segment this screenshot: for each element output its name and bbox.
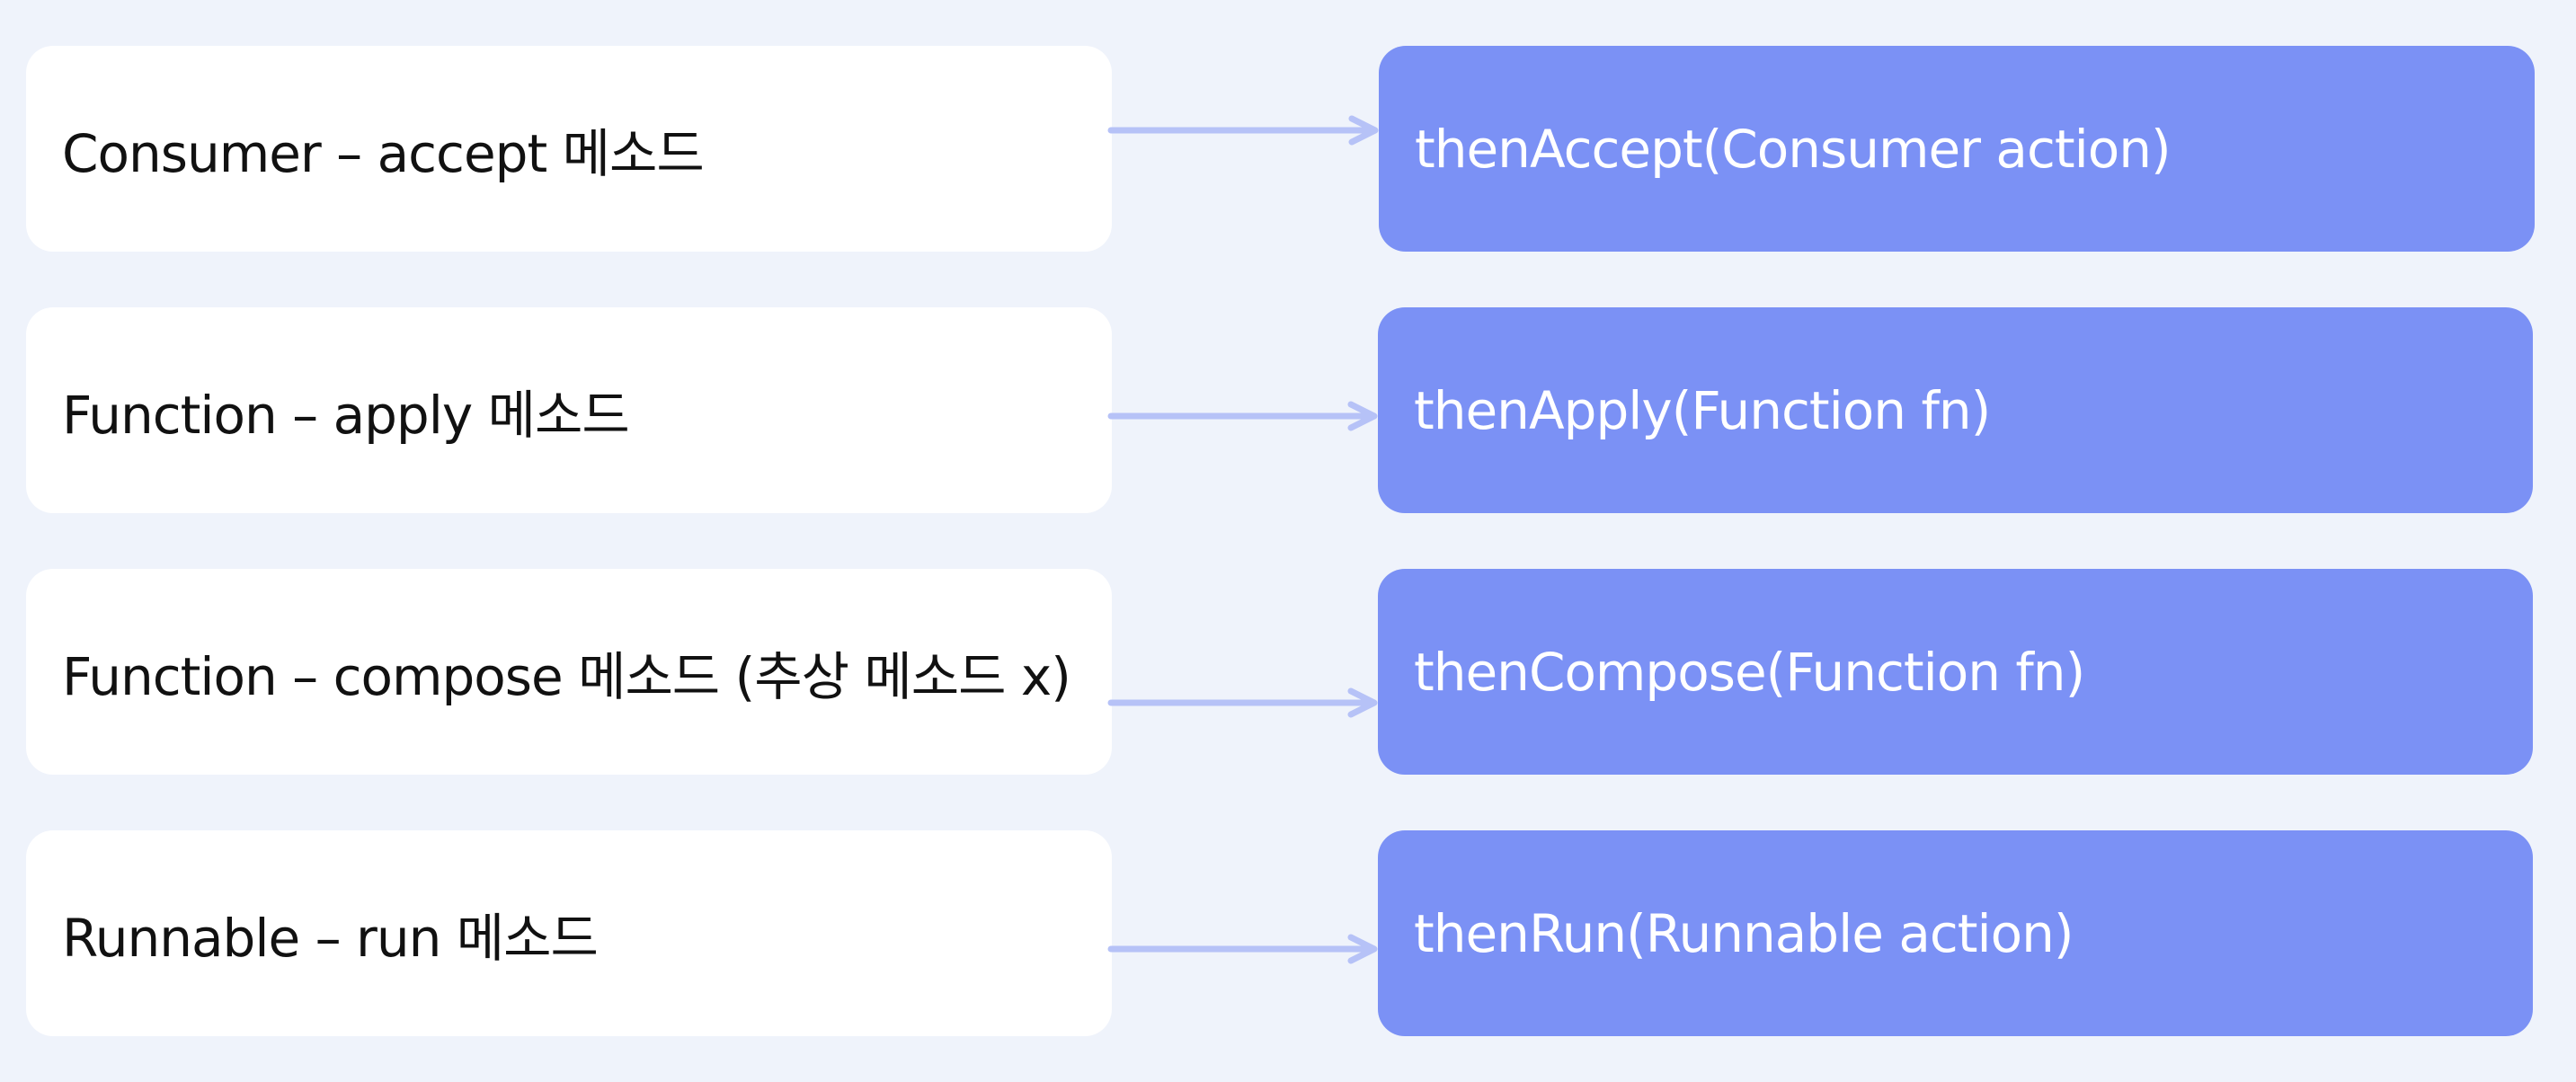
arrow-icon (1107, 934, 1378, 964)
completable-method-card: thenApply(Function fn) (1378, 307, 2533, 513)
interface-method-label: Function – compose 메소드 (추상 메소드 x) (62, 645, 1071, 707)
interface-method-card: Function – apply 메소드 (26, 307, 1112, 513)
completable-method-label: thenCompose(Function fn) (1414, 641, 2085, 703)
completable-method-label: thenRun(Runnable action) (1414, 902, 2074, 964)
interface-method-card: Runnable – run 메소드 (26, 830, 1112, 1036)
completable-method-card: thenAccept(Consumer action) (1379, 46, 2535, 252)
completable-method-label: thenAccept(Consumer action) (1415, 118, 2172, 180)
interface-method-card: Consumer – accept 메소드 (26, 46, 1112, 252)
completable-method-card: thenCompose(Function fn) (1378, 569, 2533, 775)
arrow-icon (1107, 401, 1378, 431)
interface-method-label: Function – apply 메소드 (62, 384, 630, 446)
arrow-icon (1107, 115, 1379, 146)
interface-method-label: Consumer – accept 메소드 (62, 122, 705, 184)
interface-method-label: Runnable – run 메소드 (62, 907, 599, 969)
completable-method-card: thenRun(Runnable action) (1378, 830, 2533, 1036)
arrow-icon (1107, 687, 1378, 718)
completable-method-label: thenApply(Function fn) (1414, 379, 1991, 441)
interface-method-card: Function – compose 메소드 (추상 메소드 x) (26, 569, 1112, 775)
